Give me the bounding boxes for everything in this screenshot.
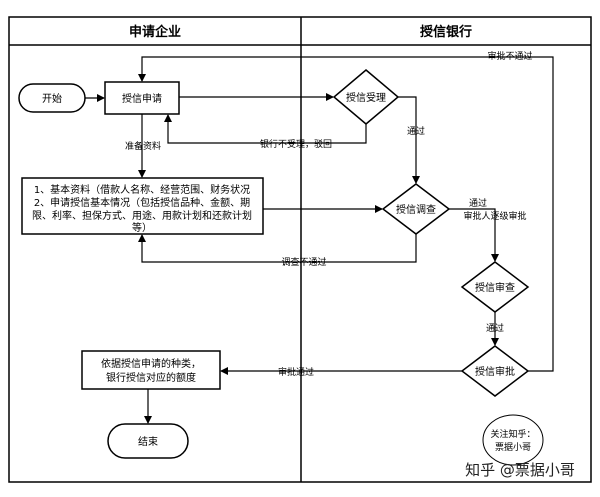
start-label: 开始 <box>42 92 62 105</box>
edge-label-approve-fail: 审批不通过 <box>487 50 532 62</box>
apply-label: 授信申请 <box>122 92 162 105</box>
edge-label-pass2-line1: 通过 <box>469 197 487 209</box>
edge-label-reject-accept: 银行不受理，驳回 <box>260 138 332 150</box>
edge-label-approve-pass: 审批通过 <box>278 366 314 378</box>
approve-decision <box>460 345 530 397</box>
approve-label: 授信审批 <box>475 365 515 378</box>
materials-line-3: 限、利率、担保方式、用途、用款计划和还款计划 <box>32 209 252 222</box>
stamp-circle <box>482 414 544 466</box>
materials-line-1: 1、基本资料（借款人名称、经营范围、财务状况 <box>34 183 250 196</box>
edge-approve-fail <box>138 56 554 372</box>
stamp-line-1: 关注知乎： <box>490 428 535 440</box>
investigate-label: 授信调查 <box>396 203 436 216</box>
edge-label-pass1: 通过 <box>407 125 425 137</box>
edge-accept-investigate <box>398 96 420 184</box>
watermark-text: 知乎 @票据小哥 <box>465 461 575 479</box>
end-label: 结束 <box>138 435 158 448</box>
stamp-line-2: 票据小哥 <box>495 441 531 453</box>
edge-accept-reject <box>164 114 367 144</box>
lane-title-bank: 授信银行 <box>420 24 472 40</box>
end-node <box>107 423 189 459</box>
amount-node <box>81 350 221 390</box>
edge-label-pass2-line2: 审批人逐级审批 <box>463 210 526 222</box>
review-label: 授信审查 <box>475 281 515 294</box>
amount-line-1: 依据授信申请的种类， <box>101 357 201 370</box>
edge-investigate-fail <box>138 234 417 263</box>
edge-investigate-review <box>449 208 499 262</box>
swimlane-frame <box>8 16 592 483</box>
edge-label-investigate-fail: 调查不通过 <box>281 256 326 268</box>
apply-node <box>104 81 180 115</box>
amount-line-2: 银行授信对应的额度 <box>106 371 196 384</box>
edge-label-prepare: 准备资料 <box>125 140 161 152</box>
materials-line-4: 等） <box>132 221 152 234</box>
edge-label-pass3: 通过 <box>486 322 504 334</box>
accept-label: 授信受理 <box>346 91 386 104</box>
lane-title-applicant: 申请企业 <box>129 24 181 40</box>
materials-line-2: 2、申请授信基本情况（包括授信品种、金额、期 <box>34 196 250 209</box>
